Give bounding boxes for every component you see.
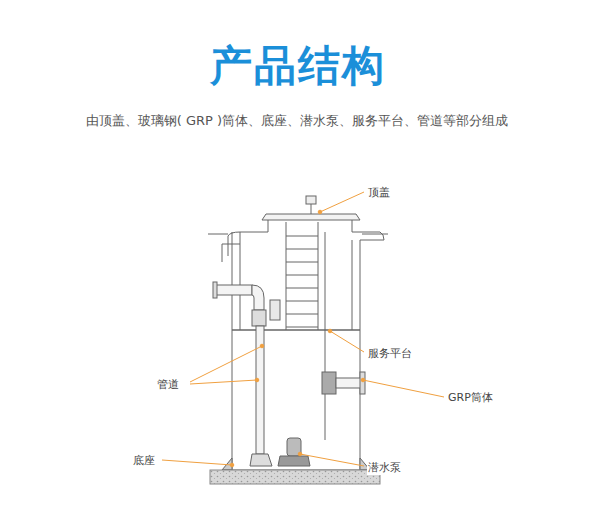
part-label: 潜水泵	[367, 460, 402, 475]
ladder-rung	[286, 262, 318, 263]
ladder-rung	[286, 236, 318, 237]
part-label: 管道	[156, 377, 180, 392]
ladder-rung	[286, 275, 318, 276]
ladder-rung	[286, 301, 318, 302]
ladder-rung	[286, 327, 318, 328]
ladder-rung	[286, 314, 318, 315]
ladder-rung	[286, 288, 318, 289]
part-label: 顶盖	[367, 185, 391, 200]
part-label: 服务平台	[367, 346, 413, 361]
page-title: 产品结构	[0, 38, 595, 94]
part-label: GRP筒体	[447, 390, 494, 405]
ladder-rung	[286, 249, 318, 250]
part-label: 底座	[132, 453, 156, 468]
subtitle: 由顶盖、玻璃钢( GRP )筒体、底座、潜水泵、服务平台、管道等部分组成	[86, 112, 508, 130]
